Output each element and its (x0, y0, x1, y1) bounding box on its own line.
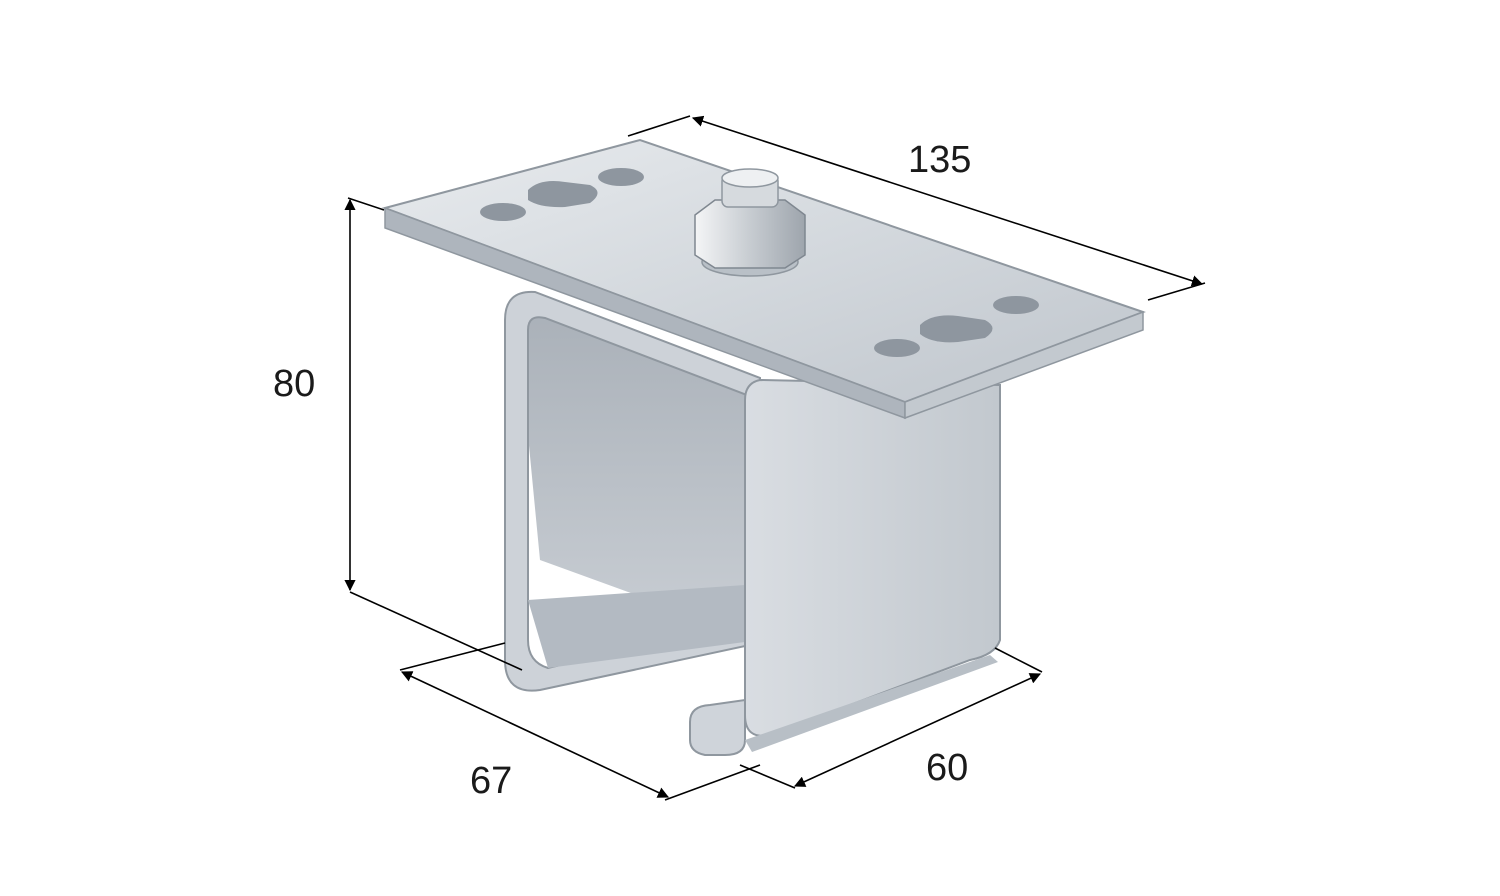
plate-hole (874, 339, 920, 357)
plate-hole (598, 168, 644, 186)
plate-hole (480, 203, 526, 221)
extension-line-80-bottom (349, 591, 523, 671)
plate-slot (528, 181, 598, 208)
dimension-label-length: 135 (908, 139, 971, 181)
dimension-label-depth: 67 (470, 760, 512, 802)
channel-floor (528, 585, 760, 668)
dimension-line-67 (400, 671, 670, 798)
extension-line-80-top (347, 197, 385, 211)
extension-line-135-right (1147, 282, 1206, 301)
channel-bottom-lip (689, 698, 746, 756)
plate-slot (920, 315, 993, 343)
plate-right-edge (904, 310, 1144, 420)
extension-line-60-top (994, 647, 1043, 673)
dimension-line-60 (793, 673, 1042, 787)
dimension-label-height: 80 (273, 363, 315, 405)
channel-inner-top (515, 300, 760, 640)
extension-line-67-left (399, 642, 506, 671)
channel-side-wall (744, 378, 1001, 737)
extension-line-135-left (627, 115, 691, 137)
hex-nut (694, 199, 806, 269)
dimension-label-width: 60 (926, 747, 968, 789)
dimension-line-135 (691, 115, 1204, 287)
bolt-tip (721, 168, 779, 188)
dimension-lines (344, 115, 1206, 801)
extension-line-67-right (664, 764, 761, 801)
extension-line-60-bottom (739, 764, 796, 789)
plate-hole (993, 296, 1039, 314)
